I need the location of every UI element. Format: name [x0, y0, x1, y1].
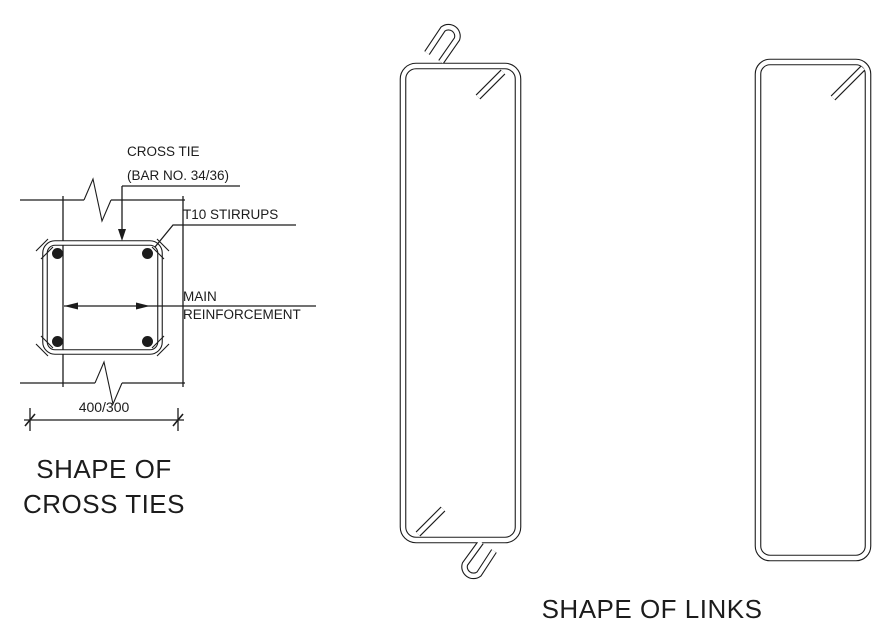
- stirrup-outline: [45, 243, 160, 352]
- bar-hook-marks: [35, 238, 170, 357]
- hook-mark-top-right: [151, 238, 170, 260]
- hook-mark-top-left: [35, 238, 54, 260]
- main-reinforcement-label-line2: REINFORCEMENT: [183, 307, 301, 322]
- open-link-outline: [403, 27, 518, 576]
- section-top-break: [83, 177, 112, 223]
- cross-ties-title-line2: CROSS TIES: [23, 489, 185, 519]
- cross-tie-arrowhead: [118, 229, 126, 241]
- main-bar: [52, 336, 63, 347]
- links-title: SHAPE OF LINKS: [542, 594, 763, 624]
- section-edges: [20, 177, 185, 406]
- dimension-ticks: [24, 413, 184, 427]
- cross-tie-label-line1: CROSS TIE: [127, 144, 200, 159]
- dimension-text: 400/300: [79, 399, 130, 415]
- hook-mark-bottom-right: [151, 335, 170, 357]
- main-reinforcement-arrowhead-right: [136, 302, 150, 310]
- main-reinforcement-leader: [64, 302, 316, 310]
- cross-tie-section: CROSS TIE (BAR NO. 34/36) T10 STIRRUPS M…: [20, 144, 316, 519]
- dimension: [24, 408, 184, 431]
- closed-link-inner: [758, 62, 868, 558]
- main-bar: [142, 248, 153, 259]
- main-bar: [52, 248, 63, 259]
- open-link-inner: [403, 27, 518, 576]
- main-bars: [52, 248, 153, 347]
- stirrups-label: T10 STIRRUPS: [183, 207, 278, 222]
- stirrups-leader: [154, 224, 296, 248]
- main-bar: [142, 336, 153, 347]
- main-reinforcement-label-line1: MAIN: [183, 289, 217, 304]
- main-reinforcement-arrowhead-left: [64, 302, 78, 310]
- closed-link-shape: [758, 62, 868, 558]
- section-bottom-break: [94, 360, 123, 406]
- cross-ties-title-line1: SHAPE OF: [36, 454, 171, 484]
- cross-tie-label-line2: (BAR NO. 34/36): [127, 168, 229, 183]
- hook-mark-bottom-left: [35, 335, 54, 357]
- closed-link-outline: [758, 62, 868, 558]
- cross-tie-leader: [118, 185, 240, 241]
- open-link-shape: [403, 27, 518, 576]
